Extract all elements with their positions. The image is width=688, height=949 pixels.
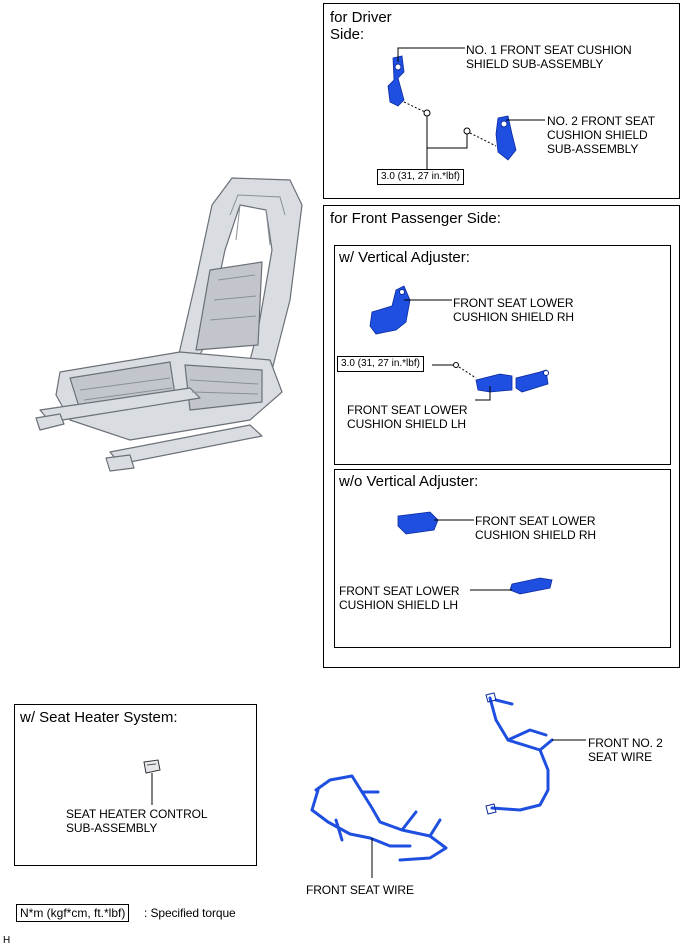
- no1-cushion-shield-label: NO. 1 FRONT SEAT CUSHION SHIELD SUB-ASSE…: [466, 43, 632, 71]
- w-vertical-adjuster-title: w/ Vertical Adjuster:: [339, 249, 470, 266]
- wo-vert-lh-shield-label: FRONT SEAT LOWER CUSHION SHIELD LH: [339, 584, 460, 612]
- passenger-side-title: for Front Passenger Side:: [330, 210, 501, 227]
- seat-heater-title: w/ Seat Heater System:: [20, 709, 178, 726]
- wo-vertical-adjuster-title: w/o Vertical Adjuster:: [339, 473, 479, 490]
- seat-heater-panel: w/ Seat Heater System:: [14, 704, 257, 866]
- no2-cushion-shield-label: NO. 2 FRONT SEAT CUSHION SHIELD SUB-ASSE…: [547, 114, 655, 156]
- driver-torque-spec: 3.0 (31, 27 in.*lbf): [377, 169, 464, 185]
- front-seat-wire-label: FRONT SEAT WIRE: [306, 883, 414, 897]
- legend-specified-torque-text: : Specified torque: [144, 906, 236, 920]
- front-no2-seat-wire-label: FRONT NO. 2 SEAT WIRE: [588, 736, 663, 764]
- w-vert-lh-shield-label: FRONT SEAT LOWER CUSHION SHIELD LH: [347, 403, 468, 431]
- driver-side-title: for Driver Side:: [330, 9, 392, 43]
- w-vert-torque-spec: 3.0 (31, 27 in.*lbf): [337, 356, 424, 372]
- footer-code: H: [3, 935, 11, 946]
- legend-unit-box: N*m (kgf*cm, ft.*lbf): [16, 904, 130, 922]
- w-vert-rh-shield-label: FRONT SEAT LOWER CUSHION SHIELD RH: [453, 296, 574, 324]
- wo-vertical-adjuster-panel: w/o Vertical Adjuster:: [334, 469, 671, 648]
- wo-vert-rh-shield-label: FRONT SEAT LOWER CUSHION SHIELD RH: [475, 514, 596, 542]
- driver-side-panel: for Driver Side:: [323, 3, 680, 199]
- seat-heater-control-label: SEAT HEATER CONTROL SUB-ASSEMBLY: [66, 807, 208, 835]
- w-vertical-adjuster-panel: w/ Vertical Adjuster:: [334, 245, 671, 465]
